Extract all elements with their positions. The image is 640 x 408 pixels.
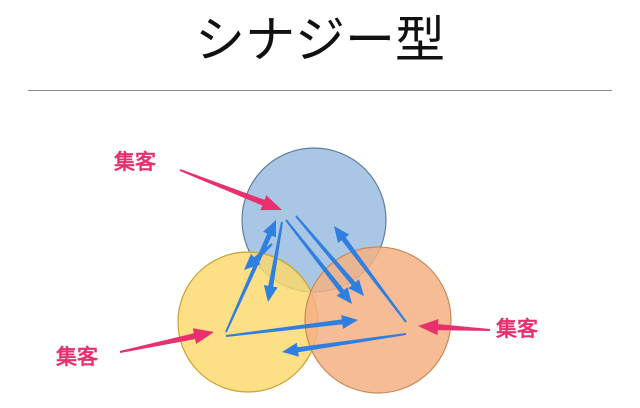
flow-arrow-top-to-right-2 bbox=[295, 215, 364, 296]
flow-arrow-top-inner bbox=[244, 243, 273, 270]
pointer-arrows bbox=[119, 169, 491, 353]
flow-arrow-left-to-top bbox=[225, 220, 276, 333]
pointer-arrow-right bbox=[418, 319, 491, 336]
label-left-attract-customers: 集客 bbox=[55, 345, 99, 369]
flow-arrows bbox=[225, 215, 407, 357]
pointer-arrow-top bbox=[179, 169, 282, 211]
label-top-attract-customers: 集客 bbox=[113, 150, 157, 174]
flow-arrow-top-to-left-1 bbox=[263, 221, 283, 302]
flow-arrow-right-to-left bbox=[282, 333, 407, 357]
flow-arrow-right-to-top bbox=[334, 226, 407, 323]
title-divider bbox=[28, 90, 612, 91]
pointer-arrow-left bbox=[119, 328, 214, 353]
slide-title: シナジー型 bbox=[195, 11, 445, 69]
circle-bottom-right-orange bbox=[304, 246, 452, 394]
flow-arrow-top-to-right-1 bbox=[285, 219, 352, 304]
flow-arrow-left-to-right bbox=[225, 315, 358, 337]
label-right-attract-customers: 集客 bbox=[495, 317, 539, 341]
circle-bottom-left-yellow bbox=[177, 251, 319, 393]
